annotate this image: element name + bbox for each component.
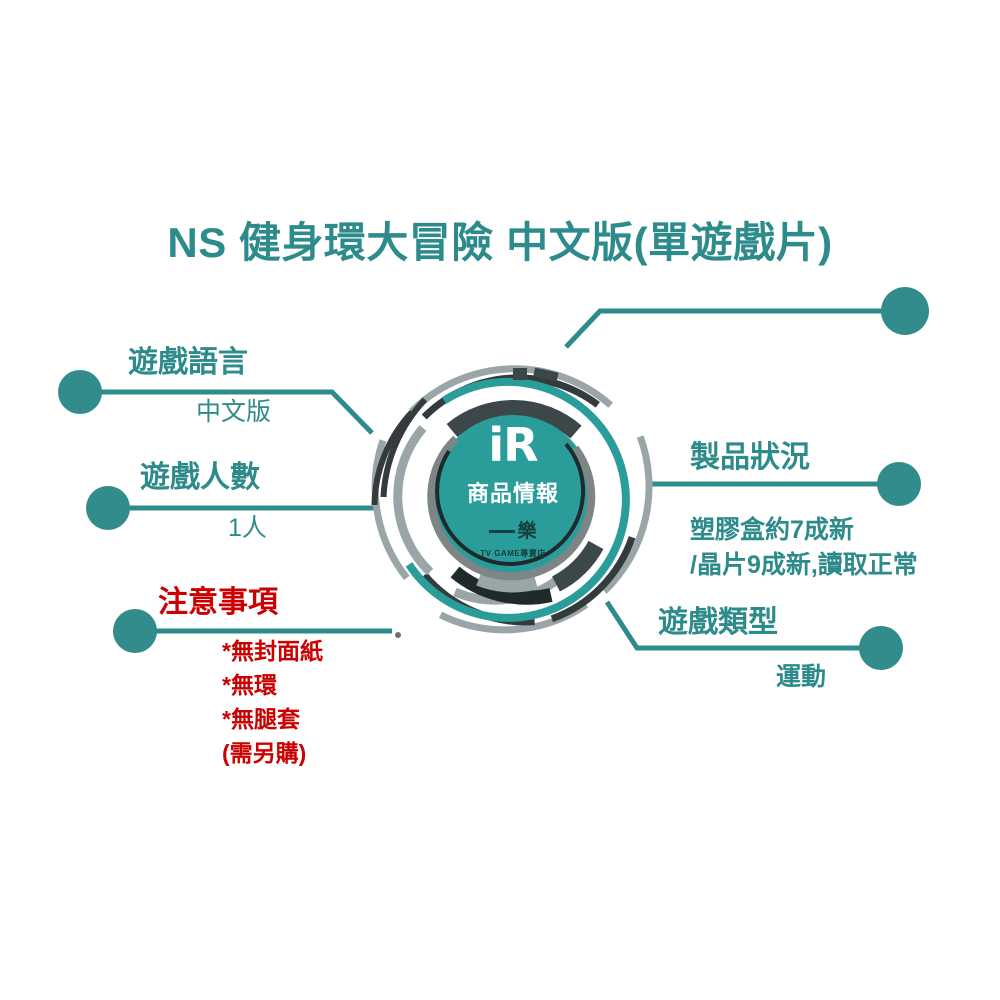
ring-dot-small [395, 632, 401, 638]
field-value-game-genre: 運動 [776, 663, 827, 691]
field-title-game-genre: 遊戲類型 [658, 606, 778, 639]
field-value-player-count: 1人 [228, 514, 267, 542]
ring-dark-thin-arc-upperleft2 [380, 397, 428, 498]
ring-outer-gray-arc-right [601, 435, 653, 594]
notice-line: *無封面紙 [222, 638, 323, 664]
concentric-ring-graphic [371, 365, 653, 638]
connector-game-language [80, 389, 374, 435]
node-dot-product-condition [877, 462, 921, 506]
page-title: NS 健身環大冒險 中文版(單遊戲片) [167, 219, 833, 266]
product-condition-line: /晶片9成新,讀取正常 [690, 551, 918, 579]
ring-outer-gray-arc-top [409, 365, 614, 415]
notice-line: *無環 [222, 672, 277, 698]
connector-lines [80, 308, 905, 651]
product-condition-line: 塑膠盒約7成新 [690, 516, 854, 544]
node-dot-game-language [58, 370, 102, 414]
node-dot-title [881, 287, 929, 335]
field-value-notice: *無封面紙 *無環 *無腿套 (需另購) [222, 640, 323, 776]
field-title-player-count: 遊戲人數 [140, 461, 260, 494]
node-dot-player-count [86, 486, 130, 530]
ring-segment-darker-bottom [450, 566, 553, 605]
field-title-notice: 注意事項 [158, 586, 278, 619]
field-title-game-language: 遊戲語言 [128, 346, 248, 379]
medallion-ring-gray [427, 435, 596, 581]
node-dot-notice [113, 609, 157, 653]
ring-outer-gray-arc-left [371, 439, 410, 581]
ring-tick-square [513, 368, 527, 380]
field-value-game-language: 中文版 [196, 398, 272, 426]
ring-segment-gray-bottom [476, 571, 538, 593]
ring-segment-dark-top [446, 400, 582, 439]
medallion-ring-dark-thin [435, 442, 586, 566]
notice-line: (需另購) [222, 740, 307, 766]
connector-game-genre [604, 600, 881, 651]
node-dot-game-genre [859, 626, 903, 670]
medallion-disc [433, 415, 593, 575]
connector-nodes [58, 287, 929, 670]
ring-dark-arc-right-lower [550, 536, 636, 623]
notice-line: *無腿套 [222, 706, 300, 732]
field-title-product-condition: 製品狀況 [690, 441, 810, 474]
ring-teal-arc-main [405, 377, 630, 622]
ring-midgray-arc-left [393, 425, 434, 576]
connector-title [564, 308, 905, 349]
ring-segment-dark-bottomright [551, 540, 604, 592]
ring-tick-bar [533, 367, 559, 382]
field-value-product-condition: 塑膠盒約7成新 /晶片9成新,讀取正常 [690, 518, 918, 588]
